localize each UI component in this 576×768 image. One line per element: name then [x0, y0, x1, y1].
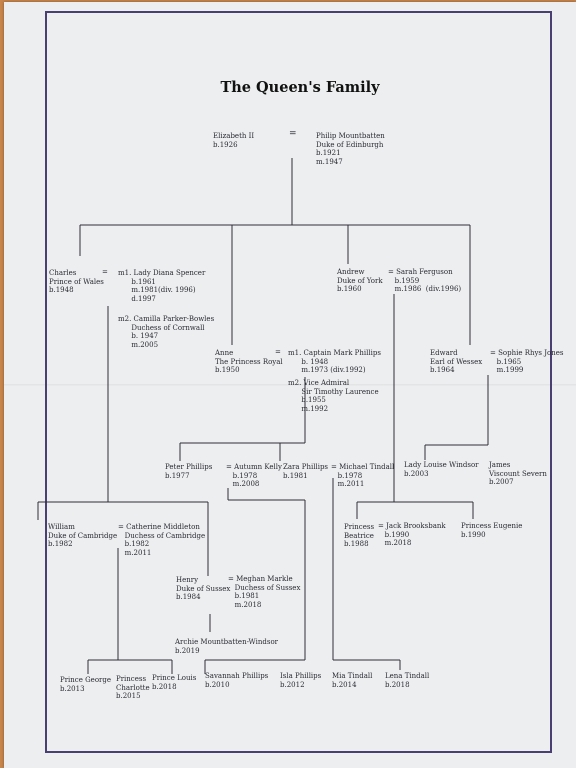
person-autumn-kelly: = Autumn Kelly b.1978 m.2008 — [226, 463, 282, 489]
person-michael-tindall: = Michael Tindall b.1978 m.2011 — [331, 463, 395, 489]
person-louise-windsor: Lady Louise Windsor b.2003 — [404, 461, 479, 478]
person-edward: Edward Earl of Wessex b.1964 — [430, 349, 483, 375]
person-princess-charlotte: Princess Charlotte b.2015 — [116, 675, 150, 701]
person-sophie: = Sophie Rhys Jones b.1965 m.1999 — [490, 349, 564, 375]
paper-fold-crease — [4, 384, 576, 387]
person-lena-tindall: Lena Tindall b.2018 — [385, 672, 430, 689]
person-anne: Anne The Princess Royal b.1950 — [215, 349, 283, 375]
person-prince-george: Prince George b.2013 — [60, 676, 112, 693]
person-jack-brooksbank: = Jack Brooksbank b.1990 m.2018 — [378, 522, 446, 548]
person-peter-phillips: Peter Phillips b.1977 — [165, 463, 213, 480]
person-philip: Philip Mountbatten Duke of Edinburgh b.1… — [316, 132, 385, 166]
person-timothy-laurence: m2. Vice Admiral Sir Timothy Laurence b.… — [288, 379, 379, 413]
person-prince-louis: Prince Louis b.2018 — [152, 674, 197, 691]
marriage-sign: = — [289, 129, 297, 139]
person-charles: Charles Prince of Wales b.1948 — [49, 269, 104, 295]
person-archie: Archie Mountbatten-Windsor b.2019 — [175, 638, 279, 655]
person-henry: Henry Duke of Sussex b.1984 — [176, 576, 231, 602]
marriage-sign: = — [275, 348, 281, 356]
page-title: The Queen's Family — [220, 79, 380, 96]
person-eugenie: Princess Eugenie b.1990 — [461, 522, 523, 539]
person-mia-tindall: Mia Tindall b.2014 — [332, 672, 373, 689]
person-william: William Duke of Cambridge b.1982 — [48, 523, 118, 549]
person-mark-phillips: m1. Captain Mark Phillips b. 1948 m.1973… — [288, 349, 381, 375]
person-meghan: = Meghan Markle Duchess of Sussex b.1981… — [228, 575, 301, 609]
person-beatrice: Princess Beatrice b.1988 — [344, 523, 375, 549]
person-savannah-phillips: Savannah Phillips b.2010 — [205, 672, 269, 689]
person-catherine: = Catherine Middleton Duchess of Cambrid… — [118, 523, 206, 557]
person-sarah: = Sarah Ferguson b.1959 m.1986 (div.1996… — [388, 268, 462, 294]
marriage-sign: = — [102, 268, 108, 276]
person-james-severn: James Viscount Severn b.2007 — [489, 461, 547, 487]
person-elizabeth: Elizabeth II b.1926 — [213, 132, 255, 149]
person-diana: m1. Lady Diana Spencer b.1961 m.1981(div… — [118, 269, 206, 303]
person-isla-phillips: Isla Phillips b.2012 — [280, 672, 322, 689]
person-camilla: m2. Camilla Parker-Bowles Duchess of Cor… — [118, 315, 215, 349]
person-andrew: Andrew Duke of York b.1960 — [337, 268, 383, 294]
person-zara-phillips: Zara Phillips b.1981 — [283, 463, 329, 480]
page-border — [45, 11, 552, 753]
